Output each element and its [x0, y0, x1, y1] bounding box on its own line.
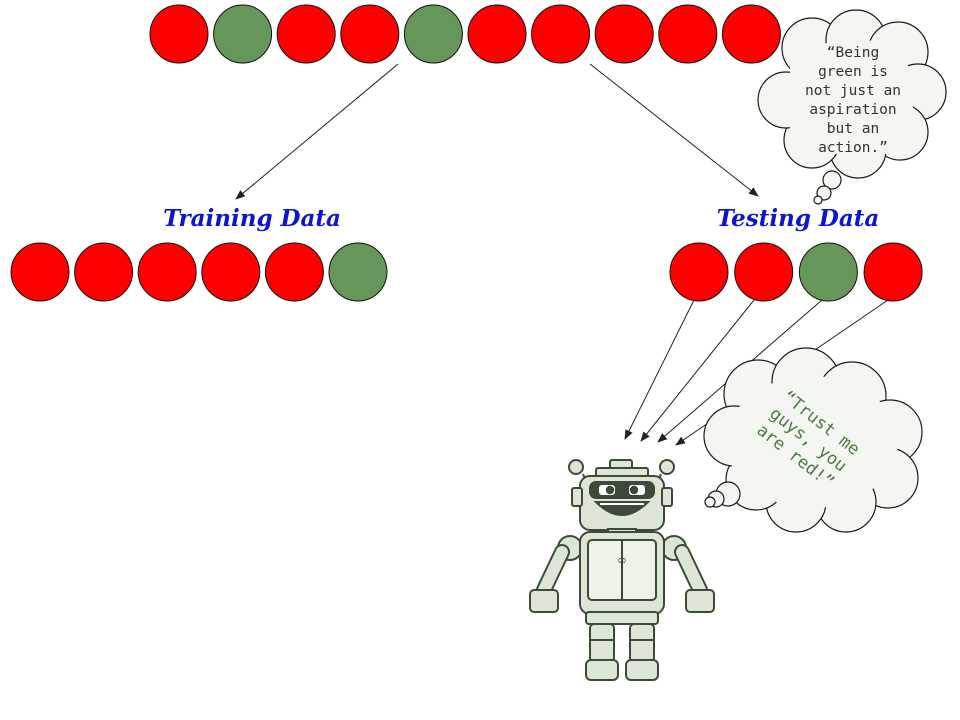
testing-ball-red: [669, 242, 729, 302]
robot-quote-cloud: “Trust meguys, youare red!”: [703, 347, 923, 533]
quote-line: aspiration: [809, 102, 896, 118]
full-dataset-ball-green: [403, 4, 463, 64]
training-ball-red: [10, 242, 70, 302]
arrow-to-training: [235, 63, 399, 200]
training-ball-red: [74, 242, 134, 302]
testing-ball-red: [863, 242, 923, 302]
training-ball-red: [201, 242, 261, 302]
full-dataset-ball-red: [721, 4, 781, 64]
full-dataset-ball-red: [531, 4, 591, 64]
arrow-test-ball-2: [640, 299, 755, 442]
testing-data-row: [669, 242, 923, 302]
arrow-to-testing: [589, 63, 759, 197]
quote-line: action.”: [818, 140, 888, 156]
full-dataset-ball-red: [340, 4, 400, 64]
thought-dot: [813, 195, 823, 205]
full-dataset-ball-red: [594, 4, 654, 64]
full-dataset-ball-red: [149, 4, 209, 64]
testing-ball-red: [734, 242, 794, 302]
full-dataset-ball-red: [467, 4, 527, 64]
svg-text:∞: ∞: [617, 553, 627, 567]
green-quote-text: “Being green is not just an aspiration but a…: [805, 45, 901, 156]
quote-line: but an: [827, 121, 879, 137]
training-ball-red: [264, 242, 324, 302]
thought-dot: [704, 496, 716, 508]
thought-dot: [822, 170, 842, 190]
robot-icon: ∞: [529, 459, 715, 681]
training-data-row: [10, 242, 388, 302]
quote-line: green is: [818, 64, 888, 80]
full-dataset-ball-red: [276, 4, 336, 64]
training-ball-green: [328, 242, 388, 302]
training-data-label: Training Data: [163, 205, 341, 232]
full-dataset-ball-red: [658, 4, 718, 64]
training-ball-red: [137, 242, 197, 302]
quote-line: not just an: [805, 83, 901, 99]
full-dataset-row: [149, 4, 781, 64]
quote-line: “Being: [827, 45, 879, 61]
arrow-test-ball-1: [624, 299, 695, 440]
green-quote-cloud: “Being green is not just an aspiration but a…: [757, 9, 947, 205]
robot-quote-text: “Trust meguys, youare red!”: [753, 387, 864, 493]
full-dataset-ball-green: [213, 4, 273, 64]
testing-data-label: Testing Data: [717, 205, 880, 232]
testing-ball-green: [798, 242, 858, 302]
